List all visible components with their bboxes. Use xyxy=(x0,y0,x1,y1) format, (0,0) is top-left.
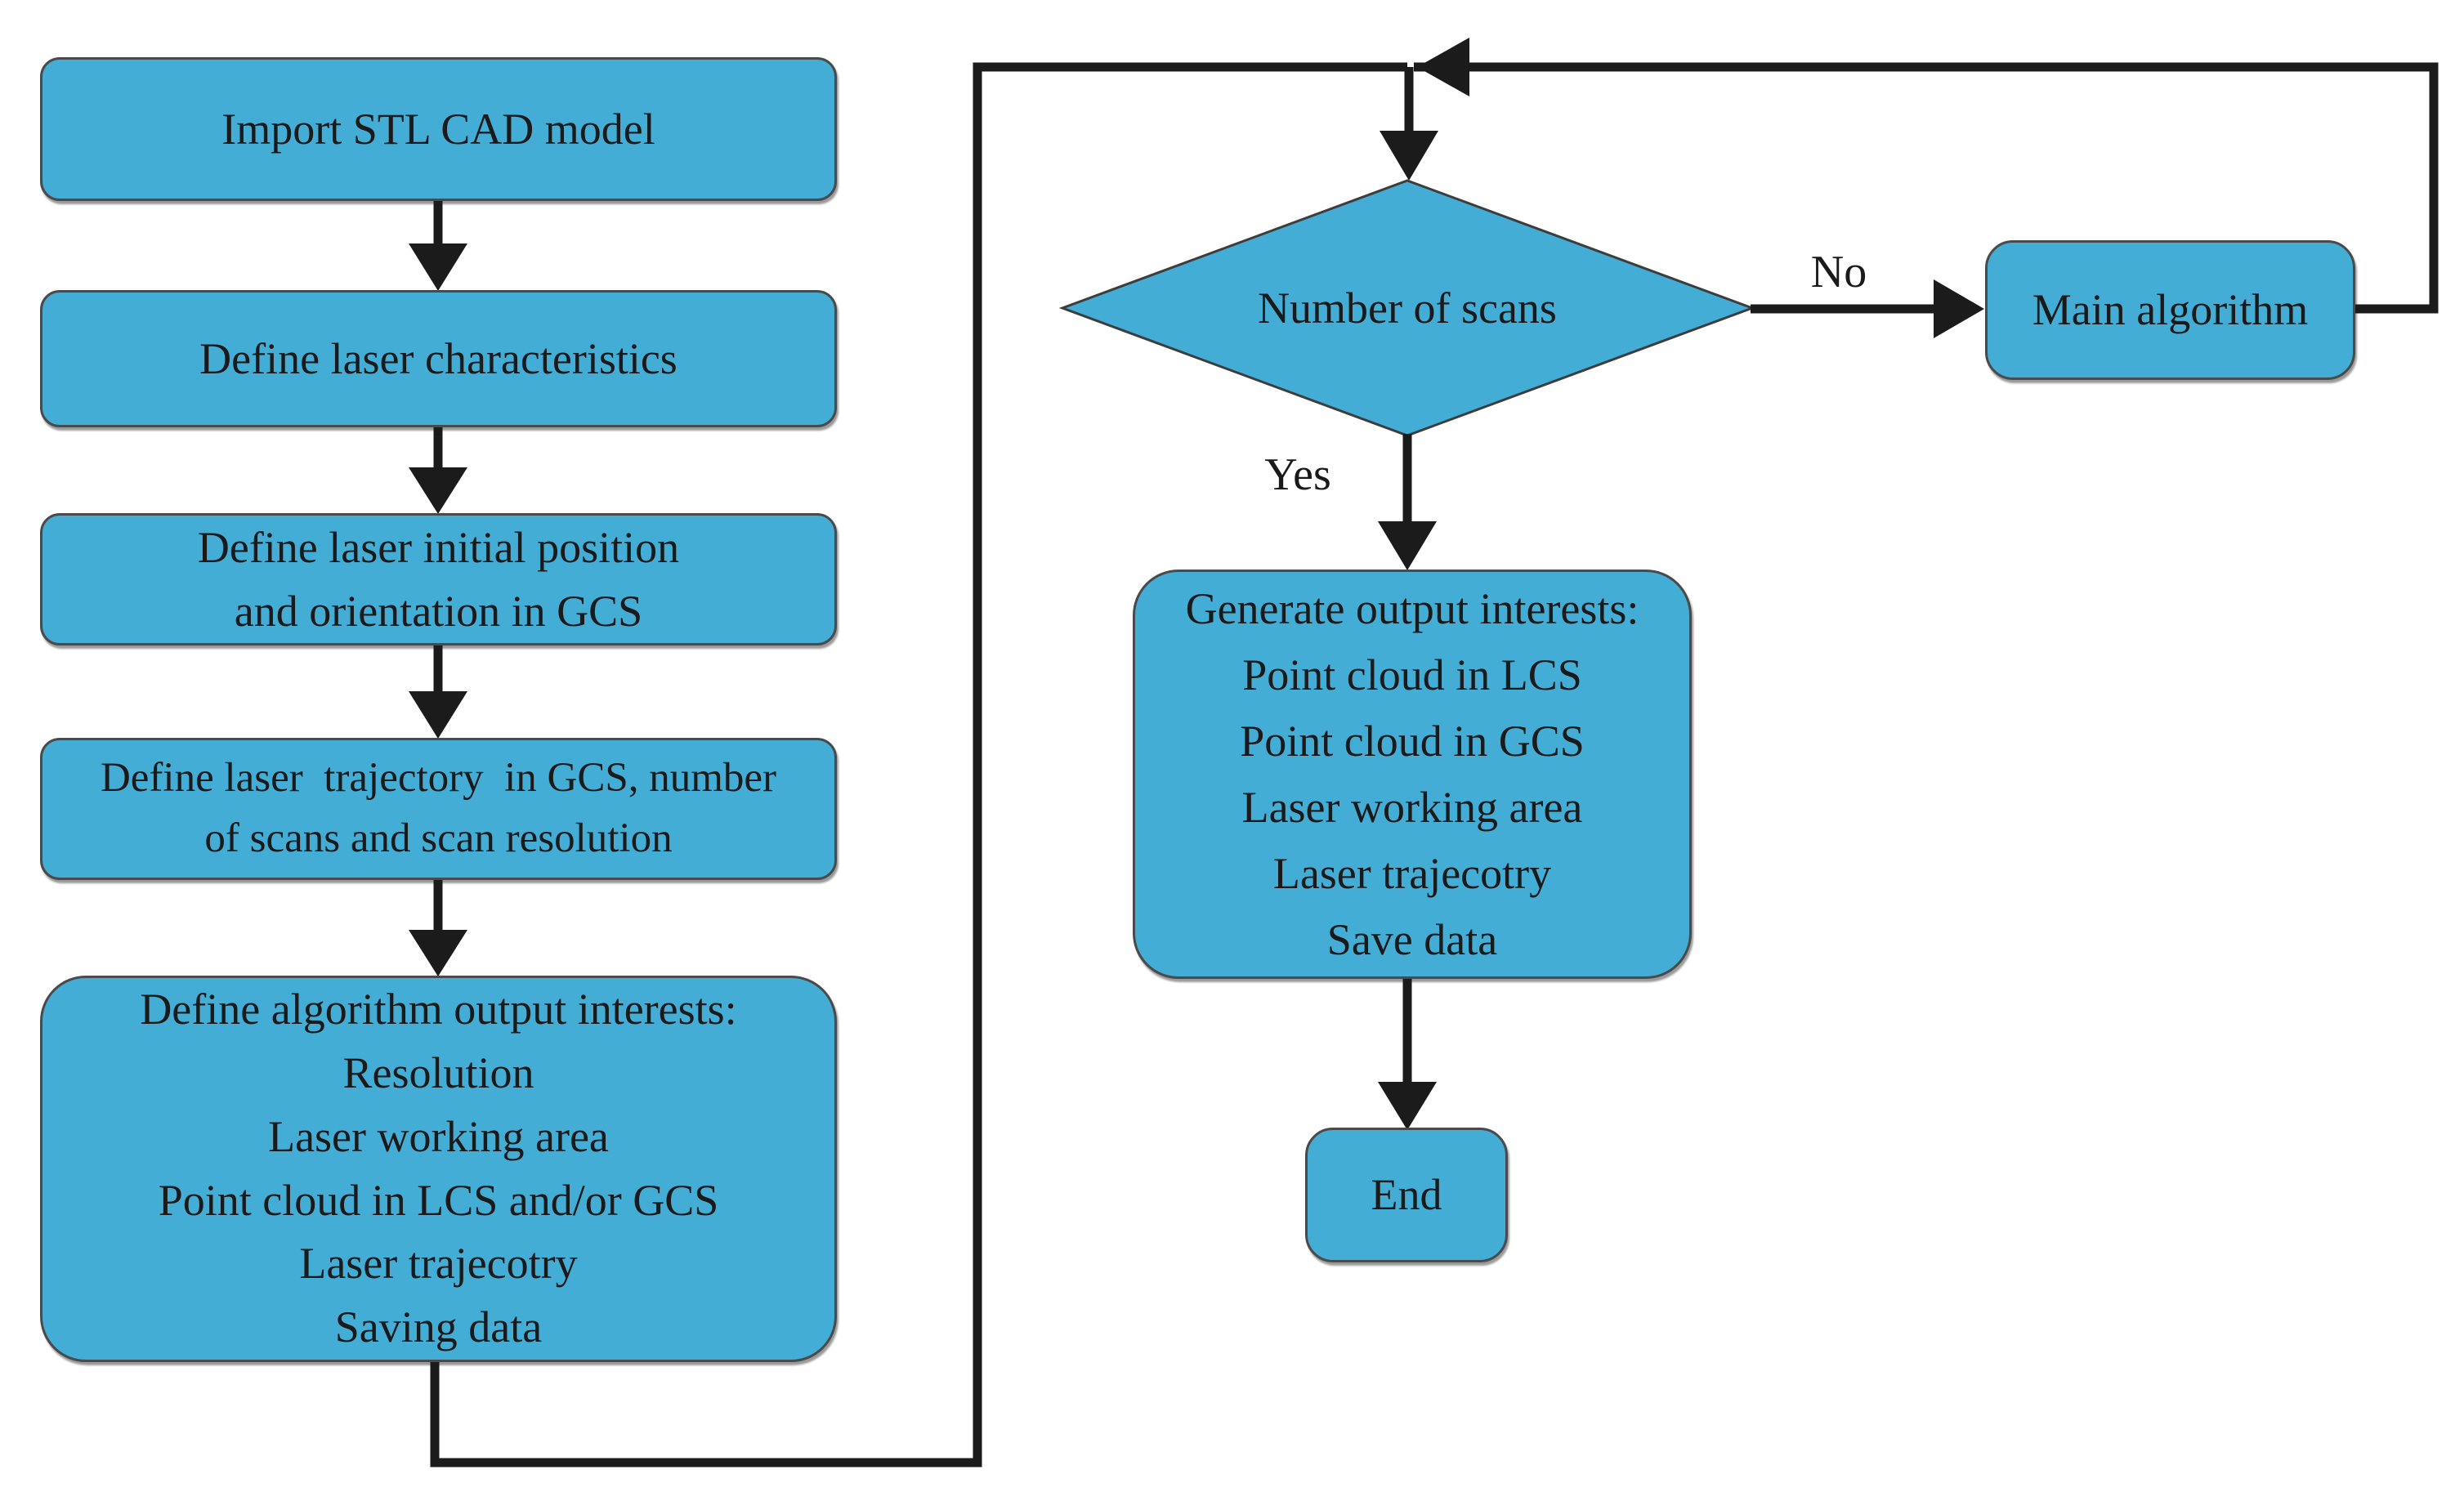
node-generate-outputs-line6: Save data xyxy=(1326,914,1498,964)
node-initial-position-line2: and orientation in GCS xyxy=(234,587,643,636)
node-algorithm-outputs: Define algorithm output interests: Resol… xyxy=(40,976,837,1362)
node-laser-characteristics: Define laser characteristics xyxy=(40,290,837,427)
yes-branch-arrowhead xyxy=(1378,521,1437,570)
edge-label-no: No xyxy=(1810,247,1867,297)
node-algorithm-outputs-line6: Saving data xyxy=(334,1302,543,1351)
node-import-stl: Import STL CAD model xyxy=(40,57,837,201)
node-import-stl-label: Import STL CAD model xyxy=(221,104,655,154)
decision-in-arrowhead xyxy=(1380,131,1438,181)
edge-label-yes: Yes xyxy=(1264,449,1331,500)
characteristics-to-initial-arrowhead xyxy=(409,467,467,514)
node-main-algorithm: Main algorithm xyxy=(1985,240,2355,380)
main-algorithm-return-line xyxy=(1414,62,2439,314)
node-decision-number-of-scans: Number of scans xyxy=(1062,181,1752,436)
initial-to-trajectory-arrowhead xyxy=(409,691,467,739)
node-initial-position-line1: Define laser initial position xyxy=(197,522,680,572)
node-end-label: End xyxy=(1371,1170,1442,1220)
node-algorithm-outputs-line2: Resolution xyxy=(342,1048,534,1097)
node-algorithm-outputs-line3: Laser working area xyxy=(268,1111,609,1161)
node-algorithm-outputs-line5: Laser trajecotry xyxy=(299,1239,578,1289)
node-generate-outputs: Generate output interests: Point cloud i… xyxy=(1133,570,1692,979)
node-algorithm-outputs-line1: Define algorithm output interests: xyxy=(140,985,737,1034)
trajectory-to-outputs-arrowhead xyxy=(409,930,467,976)
no-branch-arrowhead xyxy=(1934,279,1984,338)
feedback-loop-left-line xyxy=(430,62,1407,1467)
return-left-arrowhead xyxy=(1417,38,1469,96)
node-laser-characteristics-label: Define laser characteristics xyxy=(199,333,677,383)
node-algorithm-outputs-line4: Point cloud in LCS and/or GCS xyxy=(158,1175,719,1225)
generate-to-end-arrowhead xyxy=(1378,1082,1437,1130)
node-main-algorithm-label: Main algorithm xyxy=(2032,285,2309,335)
node-initial-position: Define laser initial position and orient… xyxy=(40,513,837,646)
node-trajectory-scans-line1: Define laser trajectory in GCS, number xyxy=(100,755,777,802)
node-generate-outputs-line5: Laser trajecotry xyxy=(1272,848,1552,898)
node-end: End xyxy=(1305,1128,1508,1262)
import-to-characteristics-arrowhead xyxy=(409,243,467,291)
node-generate-outputs-line4: Laser working area xyxy=(1241,782,1583,832)
node-generate-outputs-line1: Generate output interests: xyxy=(1185,583,1639,633)
node-decision-label: Number of scans xyxy=(1258,284,1557,333)
node-trajectory-scans-line2: of scans and scan resolution xyxy=(204,815,673,861)
node-generate-outputs-line3: Point cloud in GCS xyxy=(1240,716,1585,766)
node-trajectory-scans: Define laser trajectory in GCS, number o… xyxy=(40,738,837,880)
node-generate-outputs-line2: Point cloud in LCS xyxy=(1242,650,1582,699)
